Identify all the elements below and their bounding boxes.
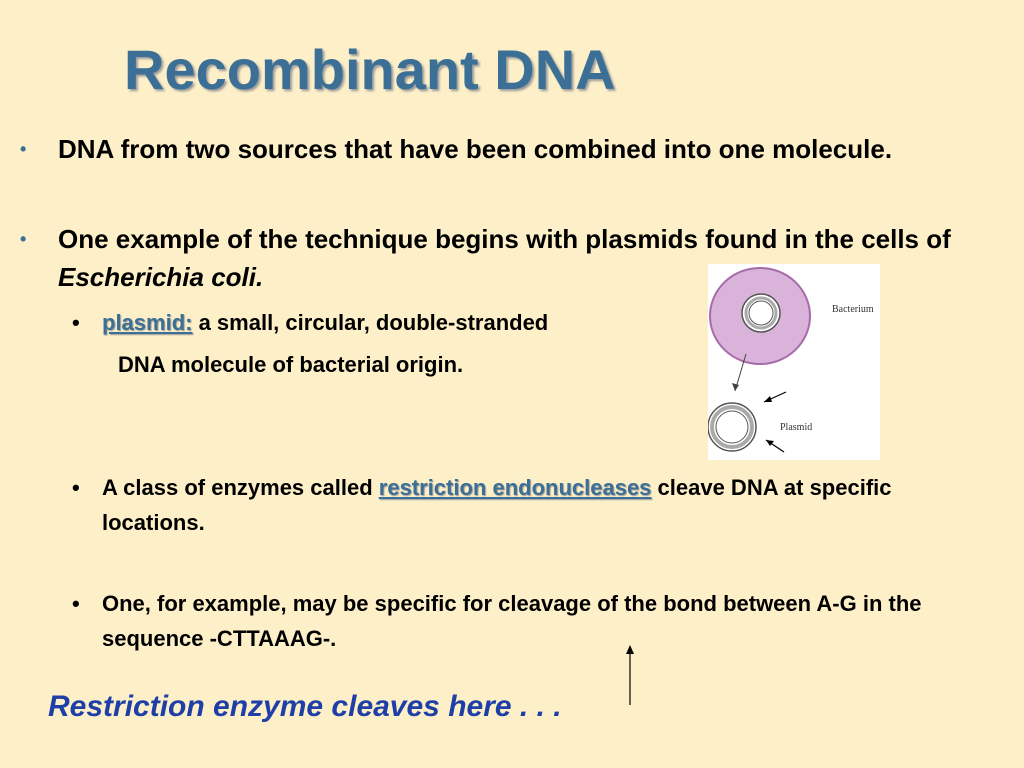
bullet-dot: • [20, 139, 27, 159]
plasmid-term-link[interactable]: plasmid: [102, 310, 193, 335]
species-name: Escherichia coli. [58, 262, 264, 292]
cleavage-example-text: One, for example, may be specific for cl… [102, 591, 922, 651]
plasmid-figure: Bacterium Plasmid [707, 264, 880, 460]
cleavage-caption: Restriction enzyme cleaves here . . . [48, 690, 562, 723]
enzymes-text-pre: A class of enzymes called [102, 475, 379, 500]
slide-title: Recombinant DNA [124, 38, 616, 101]
bullet-text: DNA from two sources that have been comb… [58, 134, 893, 164]
plasmid-definition-line1: a small, circular, double-stranded [192, 310, 549, 335]
enzymes-text-post: cleave DNA at specific locations. [102, 475, 892, 535]
restriction-endonucleases-link[interactable]: restriction endonucleases [378, 475, 652, 500]
sub-bullet-dot: • [72, 475, 80, 500]
plasmid-definition-line2: DNA molecule of bacterial origin. [118, 352, 464, 377]
plasmid-label: Plasmid [780, 422, 812, 433]
bacterium-label: Bacterium [832, 304, 874, 315]
bullet-text: One example of the technique begins with… [58, 224, 951, 254]
sub-bullet-dot: • [72, 591, 80, 616]
sub-bullet-dot: • [72, 310, 80, 335]
bullet-dot: • [20, 229, 27, 249]
cleavage-site-arrow [626, 645, 634, 705]
